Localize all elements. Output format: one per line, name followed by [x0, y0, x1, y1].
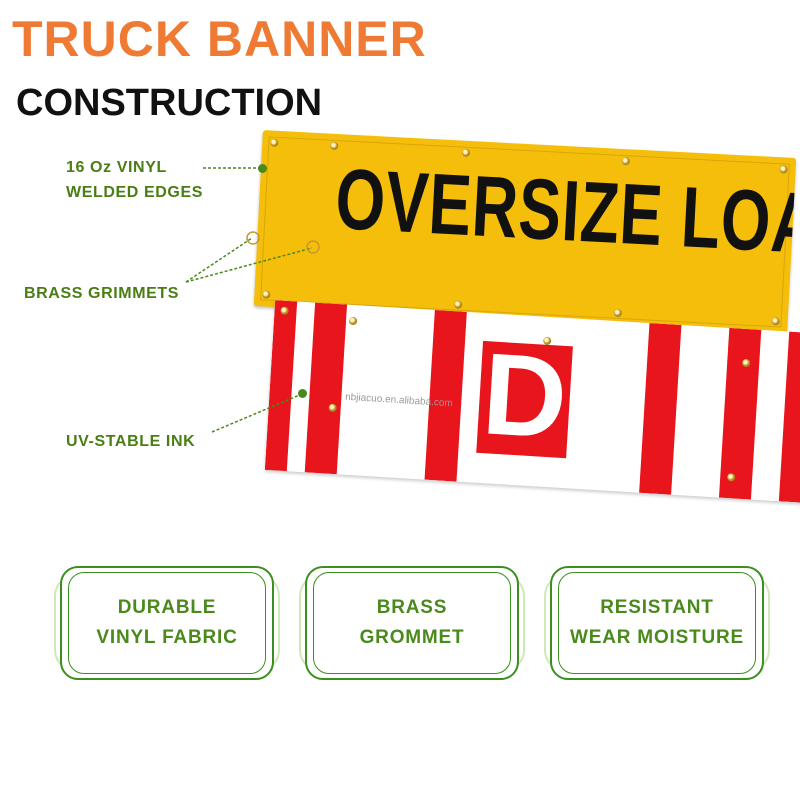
- red-stripe: [639, 323, 682, 495]
- callout-dot: [258, 164, 267, 173]
- page-title: TRUCK BANNER: [12, 11, 427, 67]
- feature-inner-border: [558, 572, 756, 674]
- feature-label: RESISTANT WEAR MOISTURE: [569, 596, 744, 648]
- red-stripe: [264, 300, 298, 472]
- callout-uv-ink: UV-STABLE INK: [66, 433, 196, 450]
- feature-label: DURABLE VINYL FABRIC: [96, 596, 238, 648]
- leader-line: [185, 237, 253, 283]
- feature-inner-border: [68, 572, 266, 674]
- banner-text: OVERSIZE LOAD: [333, 151, 797, 275]
- callout-dot: [298, 389, 307, 398]
- feature-brass-grommet: BRASS GROMMET: [299, 566, 525, 680]
- callout-vinyl-edges: 16 Oz VINYL WELDED EDGES: [66, 159, 203, 201]
- grommet: [348, 316, 358, 326]
- red-stripe: [424, 309, 467, 482]
- red-stripe: [718, 327, 762, 500]
- page-subtitle: CONSTRUCTION: [16, 82, 323, 124]
- feature-label: BRASS GROMMET: [359, 596, 465, 648]
- callout-brass-grommets: BRASS GRIMMETS: [24, 285, 180, 302]
- feature-resistant: RESISTANT WEAR MOISTURE: [544, 566, 770, 680]
- d-panel: D: [476, 328, 573, 463]
- red-stripe: [304, 302, 348, 475]
- red-stripe: [778, 331, 800, 503]
- feature-durable-vinyl: DURABLE VINYL FABRIC: [54, 566, 280, 680]
- d-letter: D: [479, 328, 571, 464]
- feature-inner-border: [313, 572, 511, 674]
